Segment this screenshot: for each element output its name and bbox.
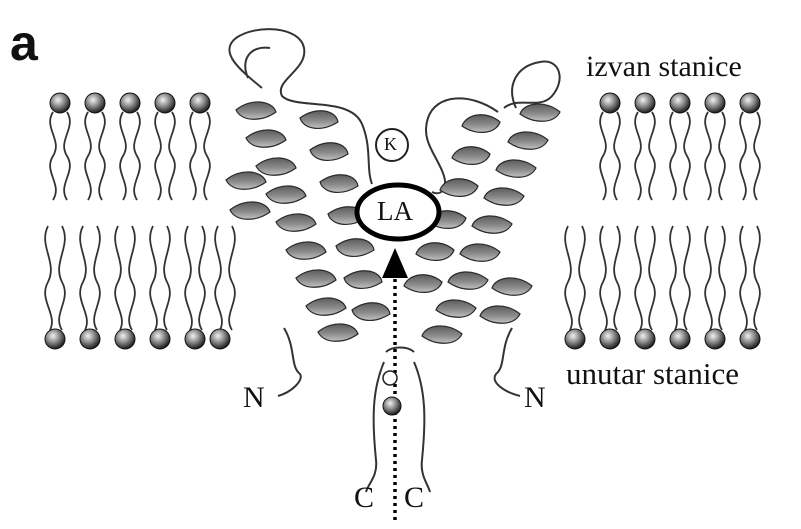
inside-cell-label: unutar stanice [566, 356, 740, 391]
c-terminus-right-label: C [404, 481, 425, 514]
n-terminus-right-label: N [524, 381, 546, 414]
binding-site-marker [354, 182, 442, 242]
ion-label: K [384, 134, 397, 154]
helix-right [403, 103, 561, 344]
tails [277, 327, 521, 493]
helix-left [225, 101, 391, 342]
binding-site-label: LA [377, 196, 413, 226]
lipid-heads-right [564, 92, 761, 350]
outside-cell-label: izvan stanice [586, 50, 742, 83]
n-terminus-left-label: N [243, 381, 265, 414]
ion-k-marker [375, 128, 409, 162]
loop-left [228, 28, 373, 185]
pathway-arrow [382, 248, 408, 520]
lipid-heads-left [44, 92, 231, 350]
membrane-right [564, 111, 761, 331]
membrane-left [44, 111, 236, 331]
panel-label: a [10, 15, 38, 71]
c-terminus-left-label: C [354, 481, 375, 514]
